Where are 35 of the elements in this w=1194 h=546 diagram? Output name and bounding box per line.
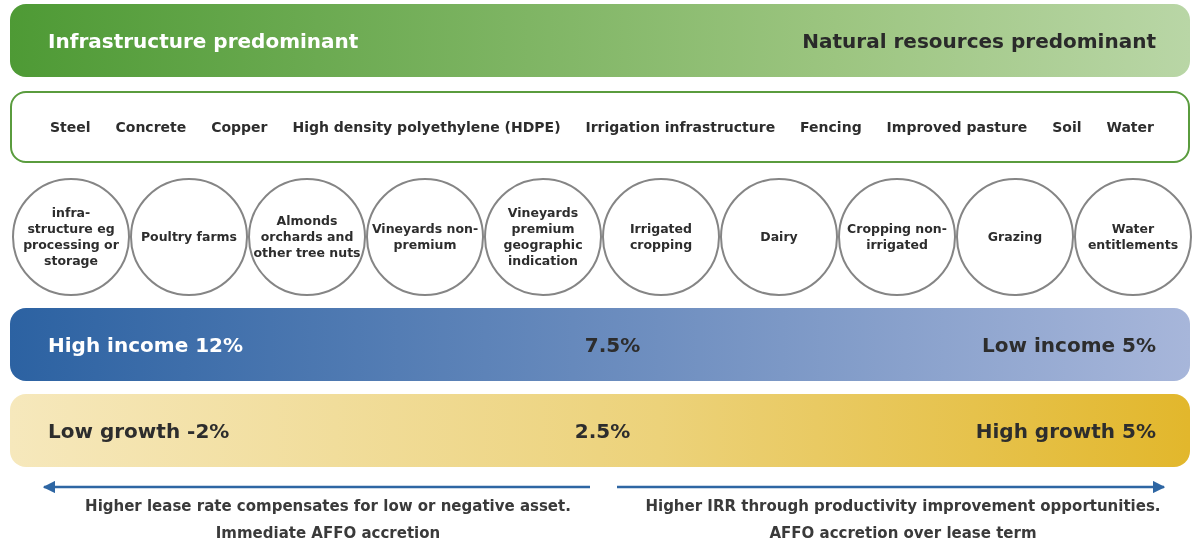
asset-label: Poultry farms bbox=[139, 228, 239, 246]
asset-label: Irrigated cropping bbox=[628, 220, 694, 254]
band-label: 7.5% bbox=[584, 332, 641, 357]
asset-label: Vineyards non-premium bbox=[371, 220, 479, 254]
note-text: Higher IRR through productivity improvement opportunities. bbox=[645, 497, 1161, 515]
asset-label: Vineyards premium geographic indication bbox=[502, 204, 584, 270]
note-text: AFFO accretion over lease term bbox=[769, 524, 1037, 542]
category-band bbox=[10, 4, 1190, 77]
note-text: Higher lease rate compensates for low or negative asset. bbox=[85, 497, 571, 515]
asset-label: infra- structure eg processing or storage bbox=[22, 204, 120, 270]
growth-band bbox=[10, 394, 1190, 467]
asset-label: Dairy bbox=[759, 228, 799, 246]
asset-label: Water bbox=[1106, 119, 1154, 135]
asset-label: Irrigation infrastructure bbox=[585, 119, 776, 135]
asset-label: Improved pasture bbox=[886, 119, 1028, 135]
asset-label: Fencing bbox=[800, 119, 862, 135]
band-label: Low income 5% bbox=[982, 332, 1156, 357]
income-band bbox=[10, 308, 1190, 381]
asset-list-box bbox=[10, 91, 1190, 163]
note-text: Immediate AFFO accretion bbox=[215, 524, 441, 542]
asset-label: Concrete bbox=[115, 119, 187, 135]
band-label: Low growth -2% bbox=[48, 418, 230, 443]
asset-label: Steel bbox=[50, 119, 91, 135]
asset-label: Water entitlements bbox=[1086, 220, 1180, 254]
band-label: High growth 5% bbox=[975, 418, 1156, 443]
asset-label: Cropping non-irrigated bbox=[846, 220, 948, 254]
asset-label: High density polyethylene (HDPE) bbox=[292, 119, 561, 135]
band-label: High income 12% bbox=[48, 332, 244, 357]
band-label: 2.5% bbox=[574, 418, 631, 443]
asset-label: Soil bbox=[1052, 119, 1082, 135]
band-label: Infrastructure predominant bbox=[48, 28, 359, 53]
asset-label: Copper bbox=[211, 119, 268, 135]
band-label: Natural resources predominant bbox=[802, 28, 1156, 53]
asset-label: Almonds orchards and other tree nuts bbox=[253, 212, 361, 262]
asset-label: Grazing bbox=[986, 228, 1044, 246]
